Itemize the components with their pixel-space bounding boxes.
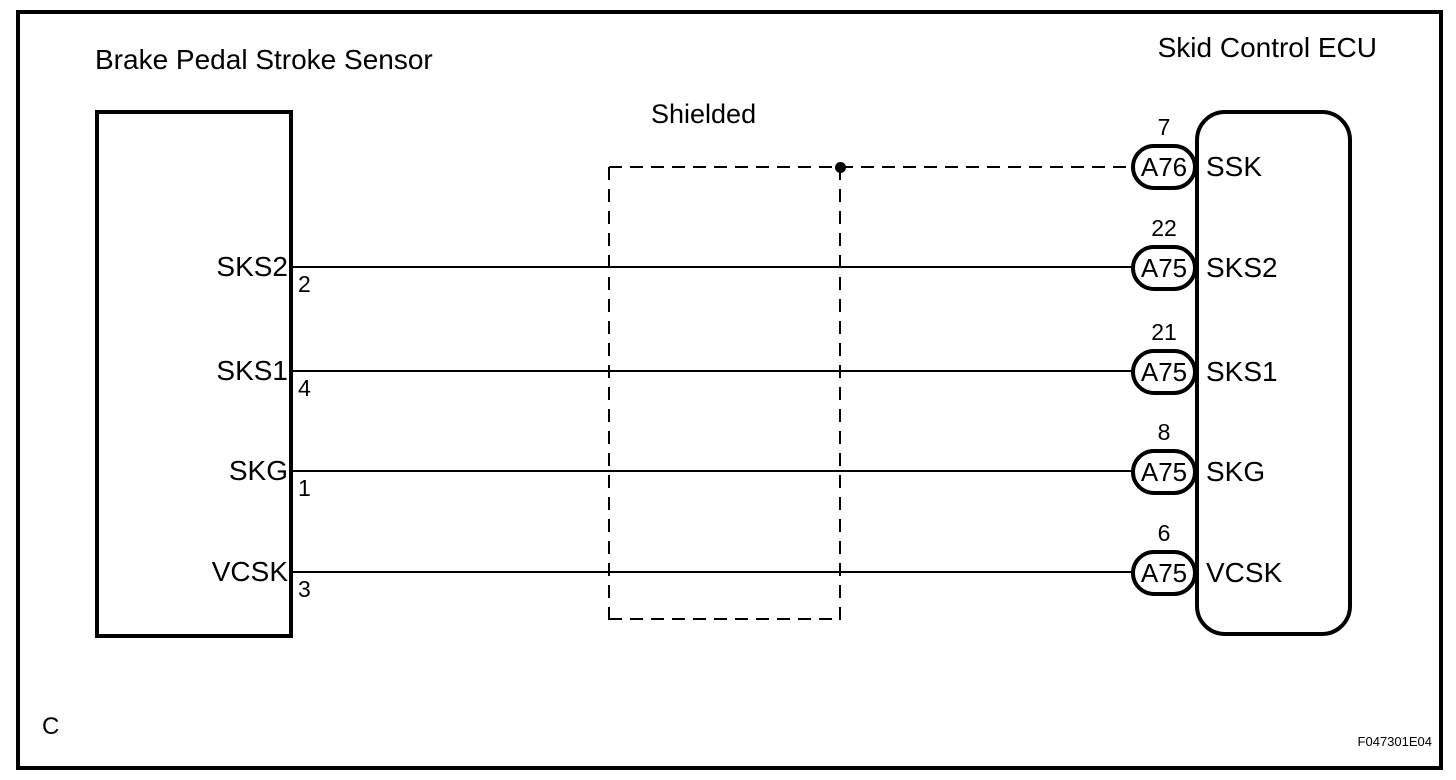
footer-mark: C <box>42 713 60 740</box>
connector-oval-a76-ssk: A76 <box>1131 144 1197 190</box>
connector-oval-a75-vcsk: A75 <box>1131 550 1197 596</box>
ecu-pin-label-skg: SKG <box>1206 456 1266 487</box>
brake-pedal-stroke-sensor-box <box>95 110 293 638</box>
sensor-pin-number-1: 1 <box>298 475 311 501</box>
sensor-title: Brake Pedal Stroke Sensor <box>95 44 433 75</box>
ecu-pin-label-vcsk: VCSK <box>1206 557 1283 588</box>
sensor-pin-label-sks1: SKS1 <box>216 355 288 386</box>
shield-junction-dot <box>835 162 846 173</box>
ecu-pin-number-8: 8 <box>1157 419 1171 445</box>
wire-sks2 <box>293 266 1133 268</box>
wire-skg <box>293 470 1133 472</box>
shield-bottom-edge <box>609 618 841 620</box>
sensor-pin-label-sks2: SKS2 <box>216 251 288 282</box>
figure-code: F047301E04 <box>1357 734 1432 749</box>
ecu-pin-label-ssk: SSK <box>1206 151 1263 182</box>
sensor-pin-number-2: 2 <box>298 271 311 297</box>
ecu-pin-number-6: 6 <box>1157 520 1171 546</box>
skid-control-ecu-box <box>1195 110 1352 636</box>
diagram-frame <box>16 10 1443 770</box>
sensor-pin-number-4: 4 <box>298 375 311 401</box>
sensor-pin-label-vcsk: VCSK <box>211 556 288 587</box>
sensor-pin-label-skg: SKG <box>228 455 288 486</box>
connector-oval-a75-sks2: A75 <box>1131 245 1197 291</box>
connector-oval-a75-skg: A75 <box>1131 449 1197 495</box>
ecu-pin-label-sks2: SKS2 <box>1206 252 1278 283</box>
wire-vcsk <box>293 571 1133 573</box>
ecu-title: Skid Control ECU <box>1157 32 1377 63</box>
sensor-pin-number-3: 3 <box>298 576 311 602</box>
ecu-pin-number-7: 7 <box>1157 114 1171 140</box>
shield-left-edge <box>608 167 610 620</box>
wire-sks1 <box>293 370 1133 372</box>
ecu-pin-number-21: 21 <box>1151 319 1177 345</box>
shield-drain-wire <box>609 166 1133 168</box>
ecu-pin-label-sks1: SKS1 <box>1206 356 1278 387</box>
ecu-pin-number-22: 22 <box>1151 215 1177 241</box>
shield-label: Shielded <box>651 99 757 129</box>
shield-right-edge <box>839 167 841 620</box>
connector-oval-a75-sks1: A75 <box>1131 349 1197 395</box>
